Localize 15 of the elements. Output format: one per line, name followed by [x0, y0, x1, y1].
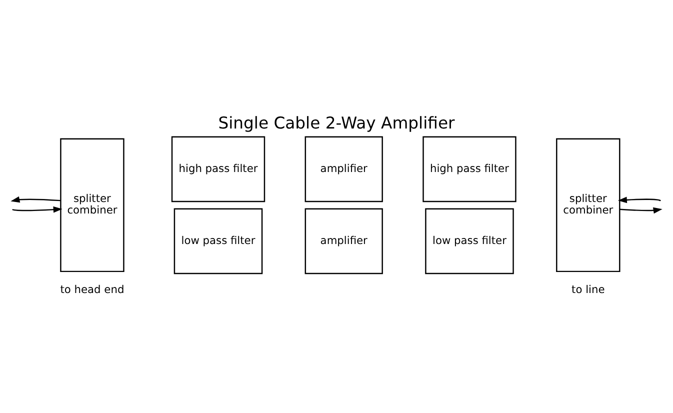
label: to line	[572, 282, 605, 296]
node-box: low pass filter	[174, 208, 263, 274]
node-box: high pass filter	[171, 136, 266, 202]
diagram-title: Single Cable 2-Way Amplifier	[218, 113, 455, 132]
label: to head end	[60, 282, 124, 296]
arrow	[12, 206, 62, 212]
node-box: splitter combiner	[60, 138, 124, 272]
arrow	[10, 196, 61, 202]
node-box: low pass filter	[425, 208, 514, 274]
node-box: amplifier	[304, 208, 383, 274]
arrow	[618, 196, 661, 203]
node-box: splitter combiner	[556, 138, 620, 272]
node-box: high pass filter	[422, 136, 516, 202]
node-box: amplifier	[304, 136, 383, 202]
arrow	[620, 206, 662, 214]
